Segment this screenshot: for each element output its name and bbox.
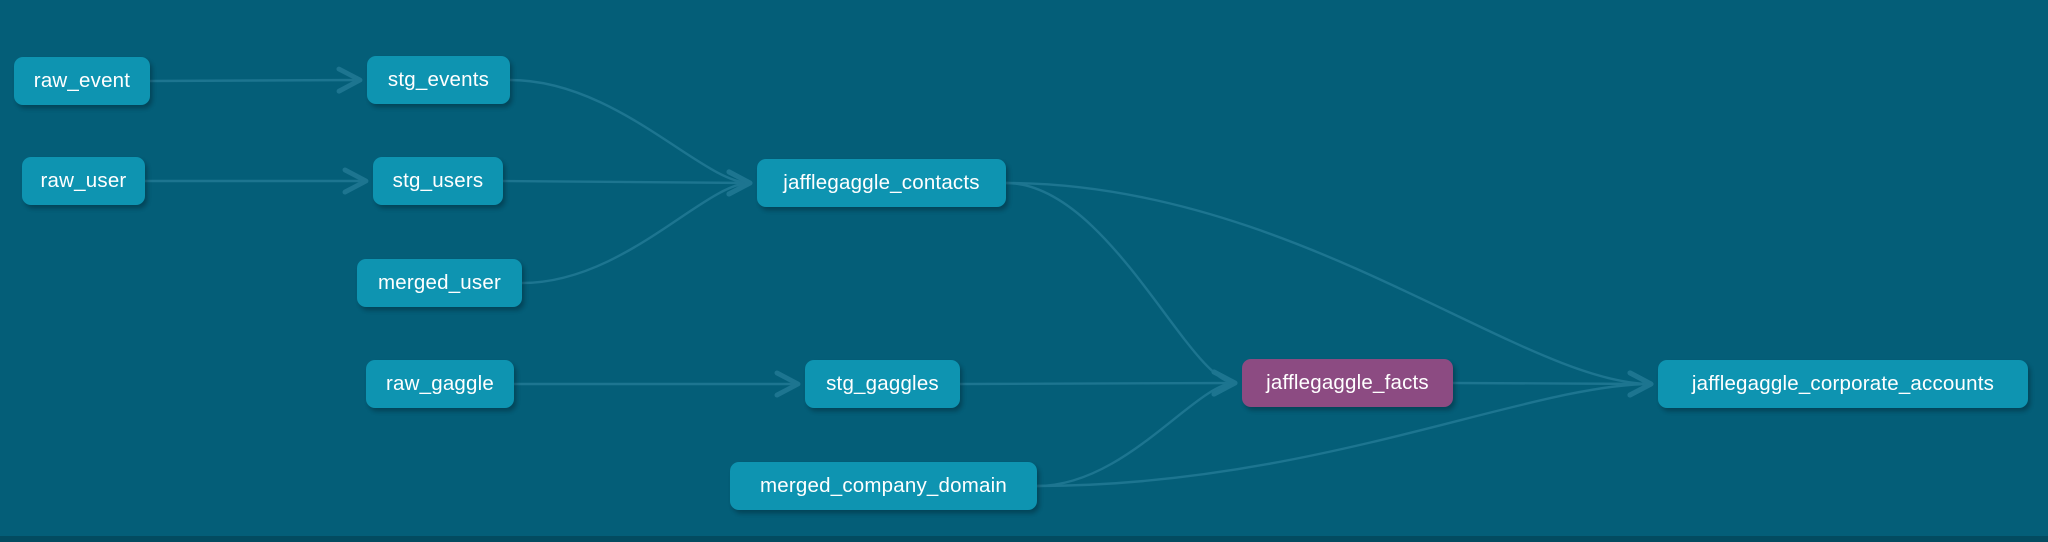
edge-jafflegaggle_facts-to-jafflegaggle_corporate_accounts [1452, 370, 1654, 398]
edge-merged_company_domain-to-jafflegaggle_corporate_accounts [1036, 370, 1654, 488]
node-stg_users[interactable]: stg_users [373, 157, 503, 205]
node-stg_events[interactable]: stg_events [367, 56, 510, 104]
node-merged_user[interactable]: merged_user [357, 259, 522, 307]
node-raw_event[interactable]: raw_event [14, 57, 150, 105]
canvas-bottom-edge [0, 536, 2048, 542]
node-stg_gaggles[interactable]: stg_gaggles [805, 360, 960, 408]
edge-stg_gaggles-to-jafflegaggle_facts [959, 369, 1238, 397]
edge-jafflegaggle_contacts-to-jafflegaggle_corporate_accounts [1005, 181, 1654, 398]
edge-raw_event-to-stg_events [149, 66, 363, 94]
node-jafflegaggle_facts[interactable]: jafflegaggle_facts [1242, 359, 1453, 407]
edge-merged_company_domain-to-jafflegaggle_facts [1036, 369, 1238, 488]
node-jafflegaggle_corporate_accounts[interactable]: jafflegaggle_corporate_accounts [1658, 360, 2028, 408]
node-raw_gaggle[interactable]: raw_gaggle [366, 360, 514, 408]
node-merged_company_domain[interactable]: merged_company_domain [730, 462, 1037, 510]
node-jafflegaggle_contacts[interactable]: jafflegaggle_contacts [757, 159, 1006, 207]
node-raw_user[interactable]: raw_user [22, 157, 145, 205]
edge-stg_users-to-jafflegaggle_contacts [502, 169, 753, 197]
edge-merged_user-to-jafflegaggle_contacts [521, 169, 753, 285]
